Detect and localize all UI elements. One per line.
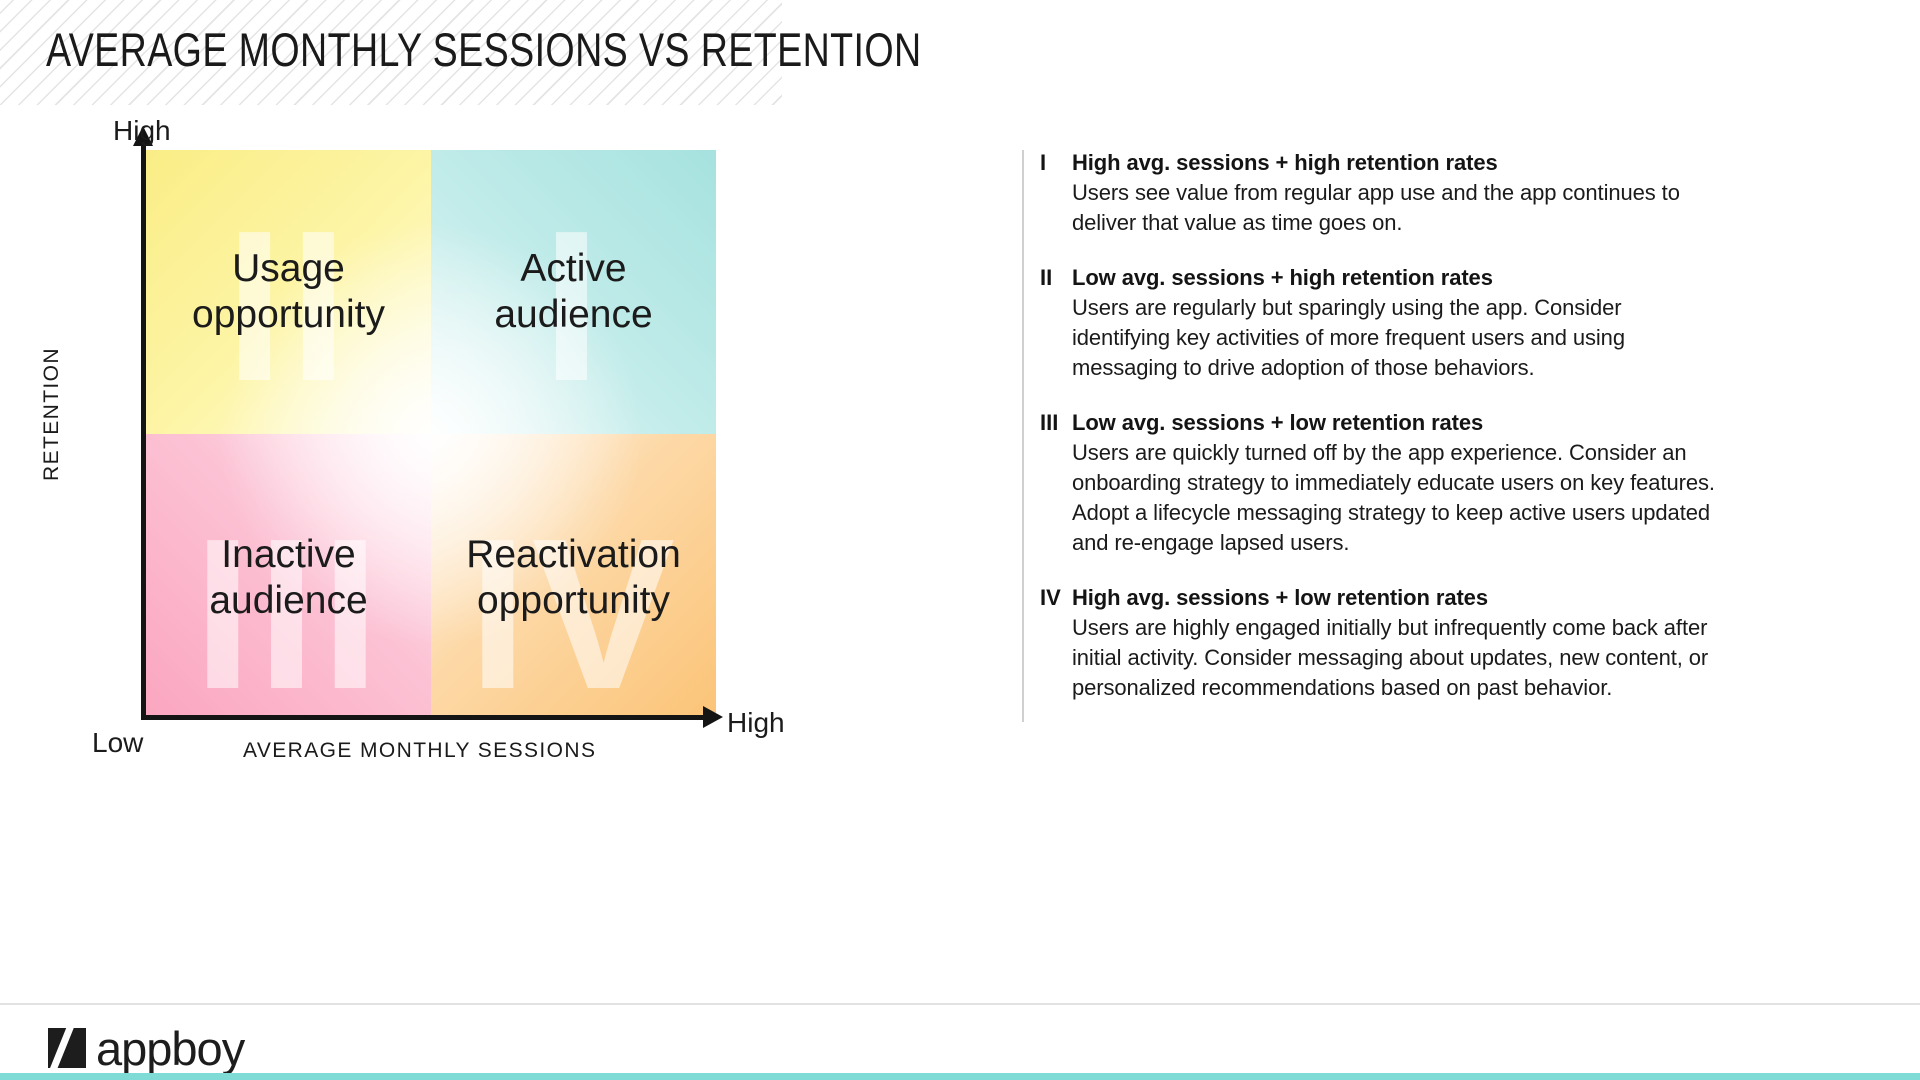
appboy-logo-text: appboy: [96, 1021, 245, 1075]
legend-item-heading: Low avg. sessions + high retention rates: [1072, 265, 1493, 290]
quadrant-label-line1: Active: [520, 247, 627, 290]
quadrant-label-line1: Reactivation: [466, 533, 681, 576]
y-axis-high-label: High: [113, 115, 171, 146]
legend-item[interactable]: II Low avg. sessions + high retention ra…: [1022, 263, 1722, 383]
legend-item[interactable]: III Low avg. sessions + low retention ra…: [1022, 408, 1722, 558]
quadrant-label: Reactivation opportunity: [431, 532, 716, 624]
legend-item-numeral: IV: [1040, 585, 1061, 610]
x-axis-arrow-icon: [703, 706, 723, 728]
x-axis-low-label: Low: [92, 727, 144, 758]
footer-accent-bar: [0, 1073, 1920, 1080]
quadrant-label: Inactive audience: [146, 532, 431, 624]
legend-item-body: Users are quickly turned off by the app …: [1072, 440, 1715, 555]
y-axis-line: [141, 142, 146, 720]
quadrant-active-audience[interactable]: I Active audience: [431, 150, 716, 434]
quadrant-reactivation-opportunity[interactable]: IV Reactivation opportunity: [431, 434, 716, 718]
x-axis-high-label: High: [727, 707, 785, 738]
legend-item-body: Users are regularly but sparingly using …: [1072, 295, 1625, 380]
quadrant-label: Usage opportunity: [146, 246, 431, 338]
quadrant-inactive-audience[interactable]: III Inactive audience: [146, 434, 431, 718]
quadrant-label-line1: Usage: [232, 247, 345, 290]
y-axis-title: RETENTION: [40, 347, 63, 481]
quadrant-label-line1: Inactive: [221, 533, 356, 576]
legend-item-numeral: II: [1040, 265, 1053, 290]
legend-item-body: Users see value from regular app use and…: [1072, 180, 1680, 235]
quadrant-matrix: II Usage opportunity I Active audience I…: [0, 112, 830, 792]
legend-item-numeral: III: [1040, 410, 1059, 435]
legend-item[interactable]: I High avg. sessions + high retention ra…: [1022, 148, 1722, 238]
legend-item-heading: High avg. sessions + high retention rate…: [1072, 150, 1498, 175]
page-title: AVERAGE MONTHLY SESSIONS VS RETENTION: [46, 23, 922, 76]
legend-item[interactable]: IV High avg. sessions + low retention ra…: [1022, 583, 1722, 703]
quadrant-numeral-watermark: IV: [467, 493, 680, 718]
quadrant-label-line2: opportunity: [192, 293, 385, 336]
legend-item-body: Users are highly engaged initially but i…: [1072, 615, 1709, 700]
quadrant-label-line2: opportunity: [477, 579, 670, 622]
legend-item-heading: High avg. sessions + low retention rates: [1072, 585, 1488, 610]
quadrant-label-line2: audience: [494, 293, 653, 336]
quadrant-numeral-watermark: I: [541, 185, 606, 426]
y-axis-arrow-icon: [133, 126, 153, 146]
appboy-logo[interactable]: appboy: [48, 1021, 245, 1075]
page-header: AVERAGE MONTHLY SESSIONS VS RETENTION: [0, 0, 1920, 112]
legend-item-numeral: I: [1040, 150, 1047, 175]
quadrant-label-line2: audience: [209, 579, 368, 622]
quadrant-plot-area: II Usage opportunity I Active audience I…: [146, 150, 716, 718]
quadrant-numeral-watermark: II: [224, 185, 353, 426]
quadrant-numeral-watermark: III: [192, 493, 385, 718]
legend-item-heading: Low avg. sessions + low retention rates: [1072, 410, 1484, 435]
quadrant-usage-opportunity[interactable]: II Usage opportunity: [146, 150, 431, 434]
diagonal-stripe-pattern: [0, 0, 782, 105]
legend-divider: [1022, 150, 1024, 722]
x-axis-title: AVERAGE MONTHLY SESSIONS: [243, 739, 597, 762]
footer-divider: [0, 1003, 1920, 1005]
quadrant-label: Active audience: [431, 246, 716, 338]
appboy-logo-mark-icon: [48, 1028, 86, 1068]
legend-panel: I High avg. sessions + high retention ra…: [1022, 148, 1722, 728]
x-axis-line: [141, 715, 707, 720]
